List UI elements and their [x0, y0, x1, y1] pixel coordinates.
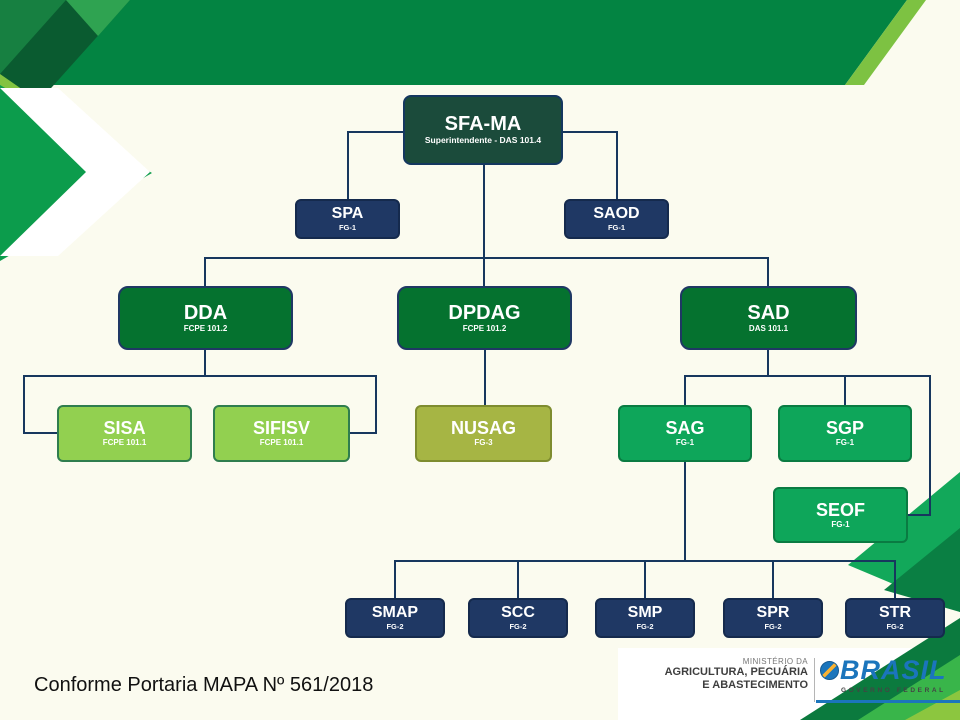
connector — [347, 131, 349, 199]
ministry-line1: MINISTÉRIO DA — [742, 657, 808, 666]
connector — [767, 350, 769, 377]
node-subtitle: Superintendente - DAS 101.4 — [424, 135, 542, 146]
node-subtitle: FG-1 — [338, 222, 357, 232]
node-subtitle: FCPE 101.2 — [462, 323, 507, 333]
connector — [23, 432, 59, 434]
org-node-scc: SCC FG-2 — [468, 598, 568, 638]
logo-divider — [814, 658, 815, 702]
node-title: SPR — [756, 603, 790, 621]
node-title: SMAP — [371, 603, 419, 621]
connector — [644, 560, 646, 598]
org-node-sag: SAG FG-1 — [618, 405, 752, 462]
connector — [394, 560, 396, 598]
node-subtitle: FG-1 — [835, 438, 855, 448]
connector — [23, 375, 25, 434]
brasil-logo-text: BRASIL — [840, 655, 947, 685]
connector — [844, 375, 846, 405]
top-banner — [0, 0, 907, 85]
connector — [204, 257, 769, 259]
node-subtitle: FG-1 — [607, 222, 626, 232]
connector — [375, 375, 377, 434]
org-node-smap: SMAP FG-2 — [345, 598, 445, 638]
brasil-logo-underline — [816, 700, 960, 703]
connector — [772, 560, 774, 598]
org-node-dpdag: DPDAG FCPE 101.2 — [397, 286, 572, 350]
org-node-seof: SEOF FG-1 — [773, 487, 908, 543]
node-title: SIFISV — [252, 418, 310, 439]
connector — [929, 375, 931, 516]
connector — [23, 375, 377, 377]
connector — [684, 375, 931, 377]
connector — [517, 560, 519, 598]
node-subtitle: FG-2 — [886, 621, 904, 631]
node-subtitle: DAS 101.1 — [748, 323, 789, 333]
governo-federal-text: GOVERNO FEDERAL — [841, 687, 946, 694]
connector — [616, 131, 618, 199]
ministry-logo-text: MINISTÉRIO DA AGRICULTURA, PECUÁRIA E AB… — [616, 657, 808, 692]
connector — [204, 257, 206, 286]
connector — [350, 432, 377, 434]
connector — [484, 350, 486, 405]
node-title: DPDAG — [448, 301, 521, 324]
node-title: SPA — [331, 204, 364, 222]
connector — [908, 514, 931, 516]
node-subtitle: FG-2 — [764, 621, 782, 631]
node-title: SFA-MA — [444, 113, 522, 136]
org-node-str: STR FG-2 — [845, 598, 945, 638]
ministry-line2: AGRICULTURA, PECUÁRIA — [664, 666, 808, 678]
globe-icon — [820, 661, 839, 680]
org-node-sisa: SISA FCPE 101.1 — [57, 405, 192, 462]
node-subtitle: FCPE 101.1 — [259, 438, 304, 448]
org-node-sad: SAD DAS 101.1 — [680, 286, 857, 350]
org-node-spr: SPR FG-2 — [723, 598, 823, 638]
node-subtitle: FG-2 — [386, 621, 404, 631]
connector — [483, 163, 485, 286]
node-subtitle: FG-2 — [636, 621, 654, 631]
node-title: SMP — [627, 603, 663, 621]
node-title: SAOD — [593, 204, 640, 222]
node-subtitle: FG-2 — [509, 621, 527, 631]
ministry-line3: E ABASTECIMENTO — [702, 679, 808, 691]
node-title: SEOF — [815, 499, 865, 520]
node-title: SAG — [665, 418, 705, 439]
connector — [684, 461, 686, 562]
org-node-sgp: SGP FG-1 — [778, 405, 912, 462]
footer-note: Conforme Portaria MAPA Nº 561/2018 — [34, 674, 374, 696]
node-subtitle: FG-1 — [831, 519, 850, 529]
node-title: SCC — [501, 603, 535, 621]
node-subtitle: FG-3 — [474, 438, 493, 448]
node-subtitle: FG-1 — [675, 438, 695, 448]
connector — [767, 257, 769, 286]
node-title: DDA — [183, 301, 228, 324]
node-title: SGP — [825, 418, 864, 439]
node-title: STR — [879, 603, 911, 621]
connector — [348, 131, 403, 133]
org-node-spa: SPA FG-1 — [295, 199, 400, 239]
org-node-nusag: NUSAG FG-3 — [415, 405, 552, 462]
org-node-saod: SAOD FG-1 — [564, 199, 669, 239]
node-title: SAD — [747, 301, 790, 324]
connector — [684, 375, 686, 405]
org-node-smp: SMP FG-2 — [595, 598, 695, 638]
org-node-sfa-ma: SFA-MA Superintendente - DAS 101.4 — [403, 95, 563, 165]
node-title: SISA — [103, 418, 146, 439]
connector — [204, 350, 206, 377]
node-subtitle: FCPE 101.2 — [183, 323, 228, 333]
node-subtitle: FCPE 101.1 — [102, 438, 147, 448]
org-node-sifisv: SIFISV FCPE 101.1 — [213, 405, 350, 462]
node-title: NUSAG — [450, 418, 516, 439]
connector — [894, 560, 896, 598]
connector — [563, 131, 618, 133]
org-node-dda: DDA FCPE 101.2 — [118, 286, 293, 350]
